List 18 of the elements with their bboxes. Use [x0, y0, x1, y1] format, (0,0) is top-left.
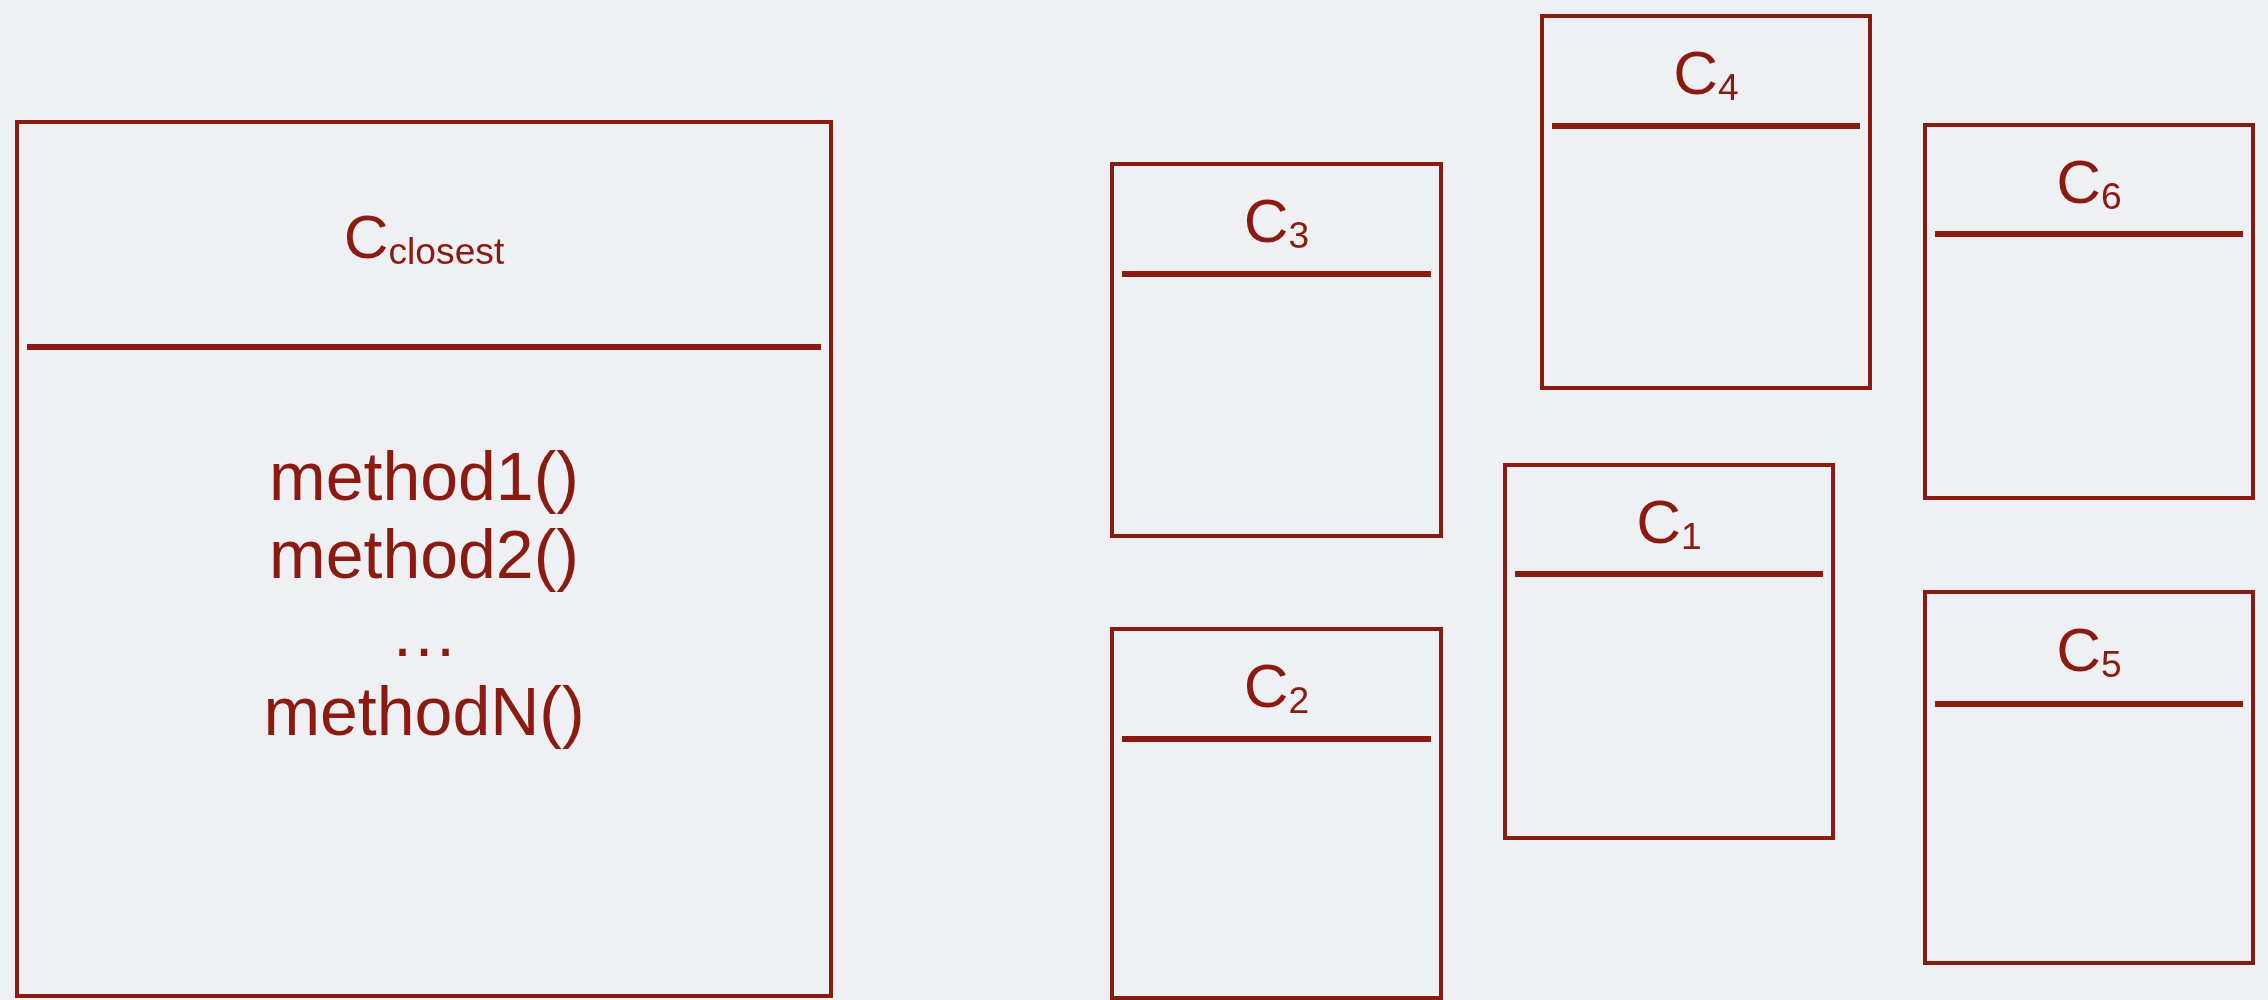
method-name: methodN() [263, 671, 585, 750]
class-name: C$_{1}$ [1636, 487, 1702, 556]
class-box [15, 120, 833, 998]
class-name: C$_{5}$ [2056, 615, 2122, 684]
class-box [1110, 627, 1443, 1000]
class-box [1923, 590, 2255, 965]
class-name: C$_{3}$ [1243, 186, 1310, 255]
method-name: … [390, 593, 458, 672]
class-name: C$_{4}$ [1673, 38, 1739, 107]
class-box [1540, 14, 1872, 390]
class-name: C$_{closest}$ [343, 202, 505, 271]
class-box [1110, 162, 1443, 538]
class-box [1923, 123, 2255, 500]
method-name: method2() [269, 515, 579, 594]
class-box [1503, 463, 1835, 840]
class-name: C$_{6}$ [2056, 147, 2122, 216]
method-name: method1() [269, 437, 579, 516]
class-name: C$_{2}$ [1243, 651, 1310, 720]
